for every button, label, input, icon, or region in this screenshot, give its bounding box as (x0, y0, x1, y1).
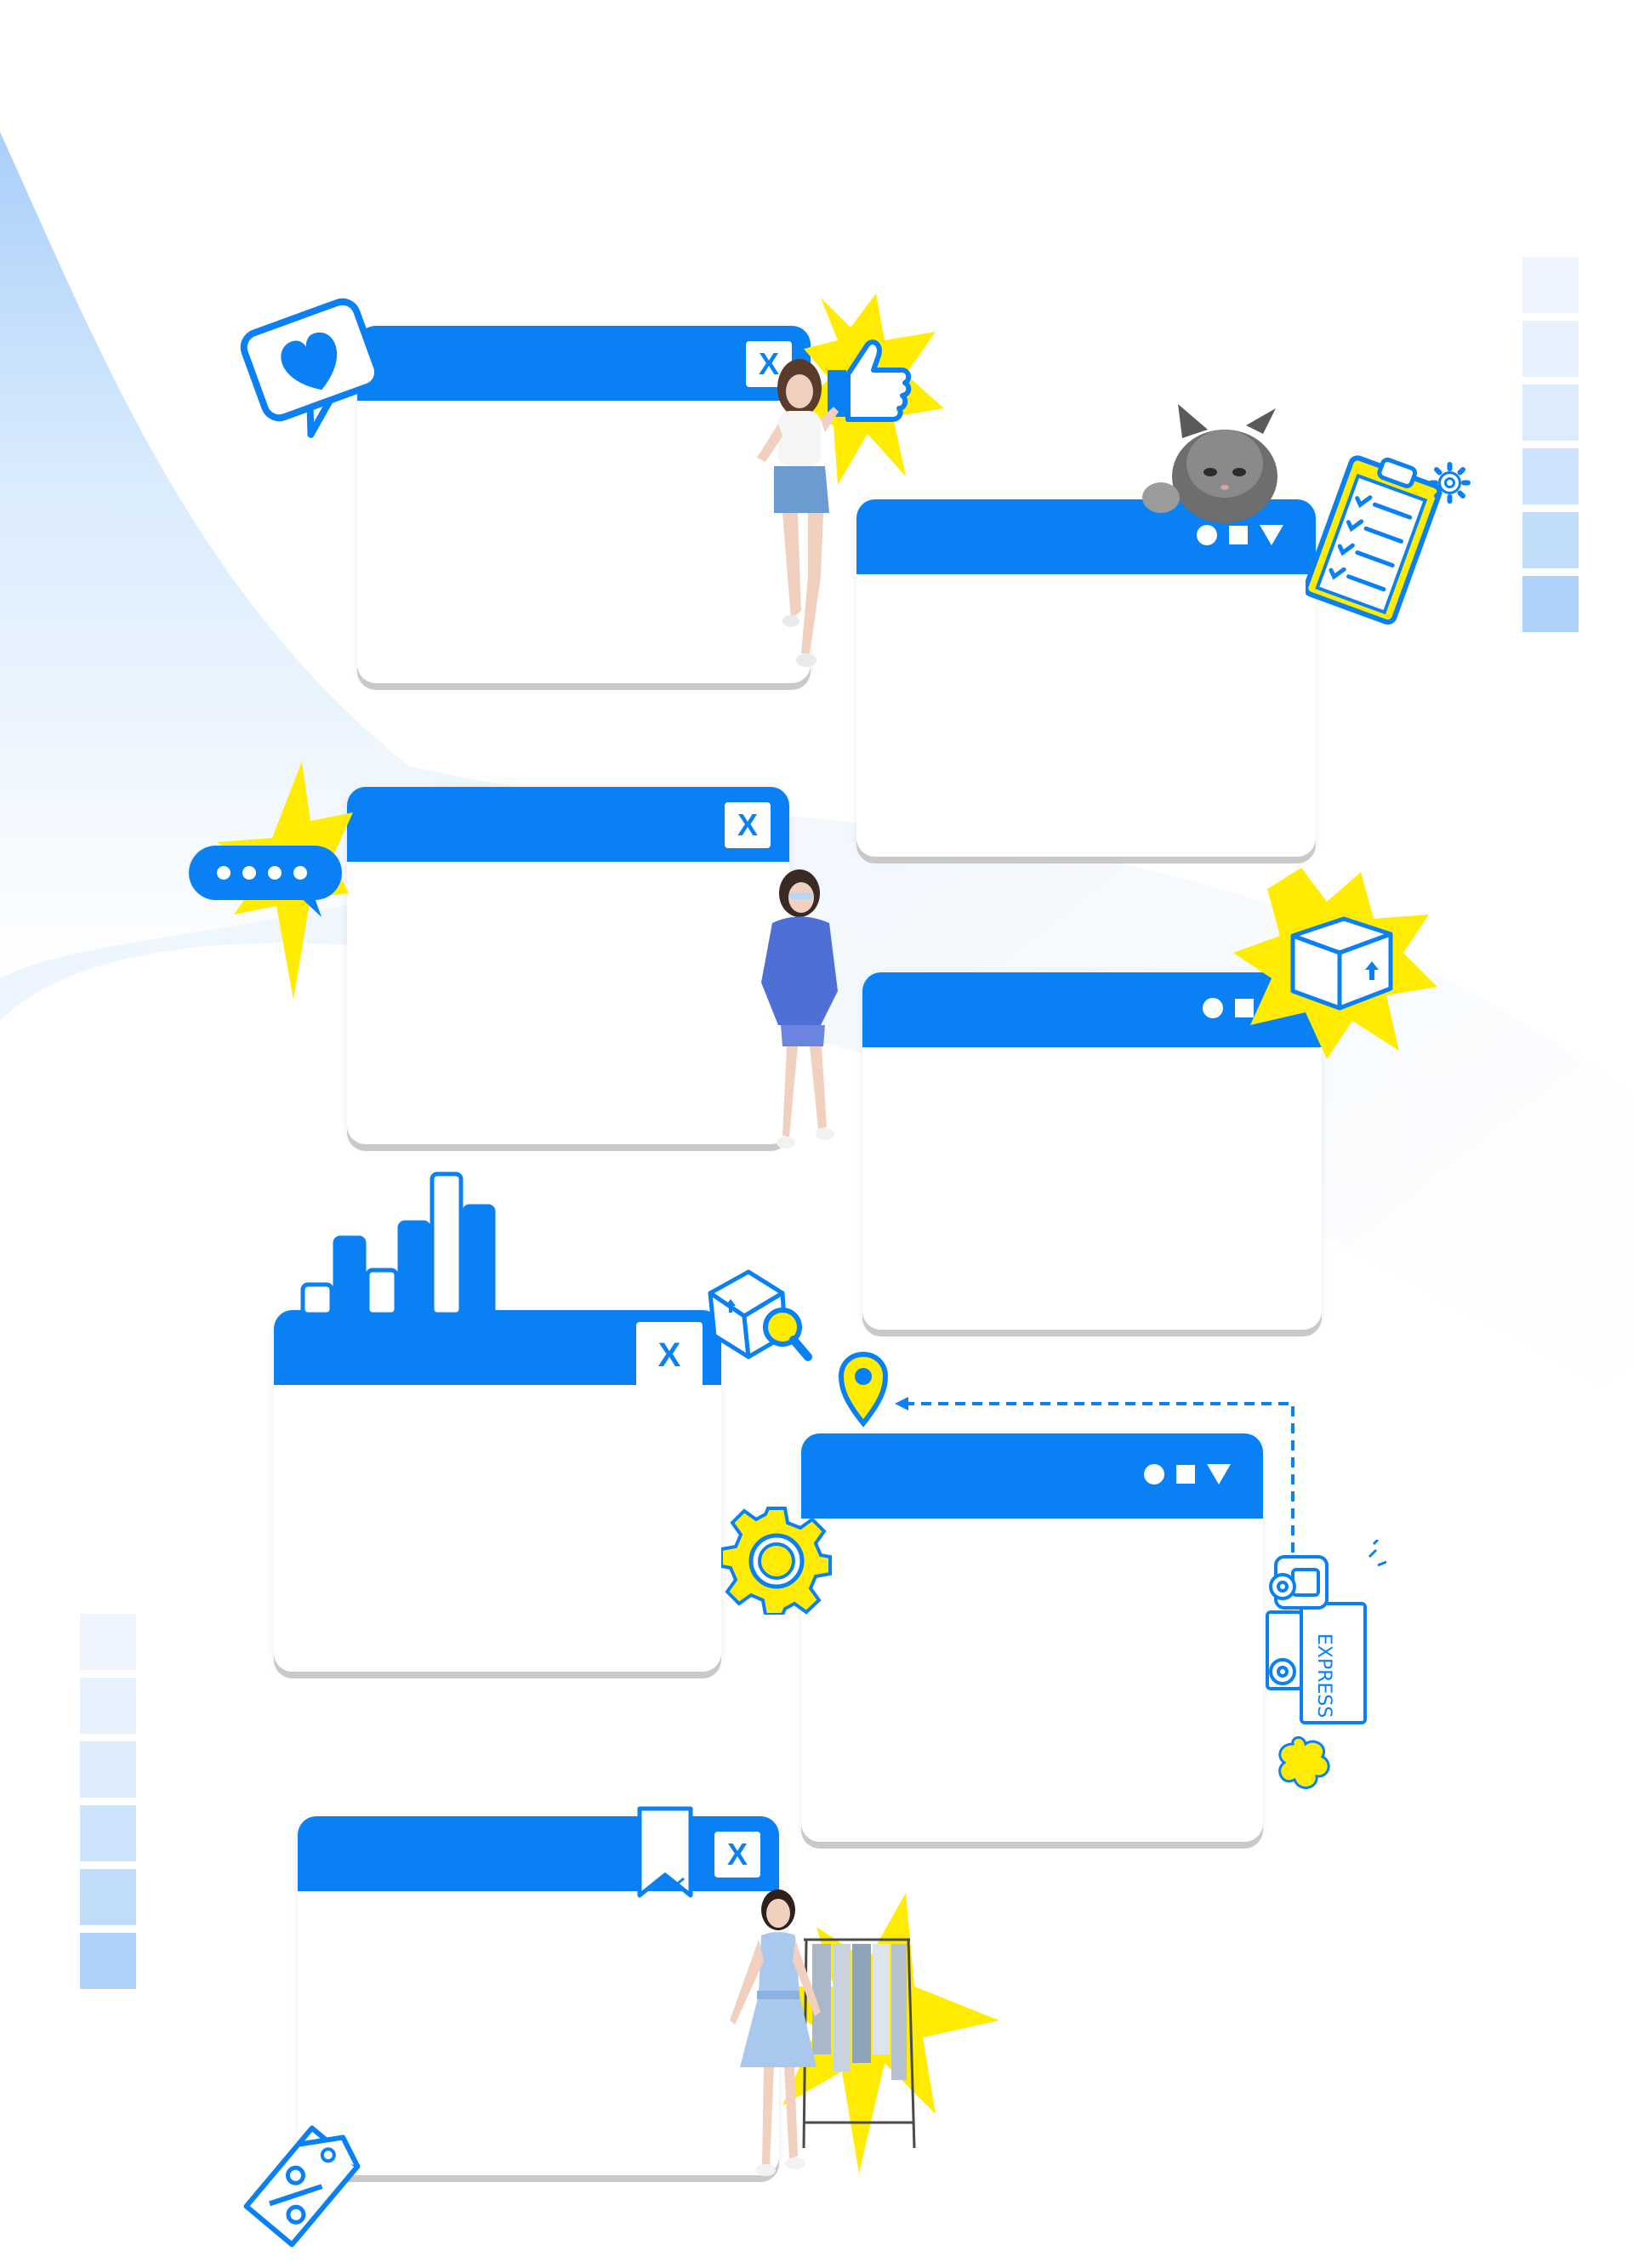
window-7: X (298, 1816, 779, 2175)
window-6-body (801, 1519, 1263, 1842)
window-3-body (347, 862, 789, 1144)
price-tag-icon (243, 2125, 361, 2248)
gear-icon (721, 1507, 832, 1615)
window-2-maximize-button[interactable] (1229, 526, 1248, 544)
color-swatch (80, 1741, 136, 1798)
window-5-body (274, 1385, 721, 1672)
window-6-dropdown-button[interactable] (1207, 1464, 1231, 1484)
truck-label: EXPRESS (1313, 1633, 1334, 1718)
color-swatch (1522, 321, 1579, 377)
window-2-body (856, 574, 1316, 857)
window-3-close-button[interactable]: X (725, 802, 771, 848)
color-swatch (80, 1678, 136, 1734)
color-swatch (80, 1614, 136, 1670)
gear-icon (1429, 462, 1471, 504)
bar-chart-icon (300, 1171, 496, 1314)
clipboard-checklist-icon (1306, 455, 1442, 625)
chat-bubble-icon (189, 846, 342, 917)
package-box-icon (1290, 916, 1393, 1011)
color-swatches-left (80, 1614, 136, 1989)
window-7-body (298, 1891, 779, 2175)
window-1: X (357, 326, 811, 683)
express-truck-icon: EXPRESS (1266, 1540, 1387, 1789)
color-swatch (80, 1805, 136, 1861)
color-swatch (80, 1933, 136, 1989)
window-5: X (274, 1310, 721, 1672)
window-1-titlebar (357, 326, 811, 401)
window-5-close-button[interactable]: X (636, 1322, 703, 1388)
woman-dress-rack-photo (730, 1889, 916, 2176)
window-7-titlebar (298, 1816, 779, 1891)
color-swatch (80, 1869, 136, 1925)
woman-photo (757, 359, 839, 667)
window-3: X (347, 787, 789, 1144)
window-7-close-button[interactable]: X (714, 1832, 760, 1878)
window-2-dropdown-button[interactable] (1260, 525, 1283, 545)
location-pin-icon (838, 1351, 889, 1427)
thumbs-up-icon (828, 339, 912, 422)
window-1-body (357, 401, 811, 683)
window-4-minimize-button[interactable] (1203, 998, 1223, 1018)
color-swatch (1522, 385, 1579, 441)
woman-blue-photo (761, 869, 838, 1148)
window-6-maximize-button[interactable] (1176, 1465, 1195, 1484)
window-6-controls (1144, 1464, 1231, 1484)
color-swatch (1522, 512, 1579, 568)
window-6-minimize-button[interactable] (1144, 1464, 1164, 1484)
color-swatch (1522, 257, 1579, 313)
window-4 (862, 972, 1322, 1330)
window-3-titlebar (347, 787, 789, 862)
box-search-icon (708, 1269, 812, 1361)
window-4-maximize-button[interactable] (1235, 999, 1254, 1017)
window-2 (856, 499, 1316, 857)
window-2-controls (1197, 525, 1283, 545)
heart-speech-bubble-icon (240, 298, 382, 438)
color-swatch (1522, 576, 1579, 632)
delivery-route-path (895, 1397, 1294, 1553)
bookmark-icon (637, 1806, 693, 1898)
color-swatches-right (1522, 257, 1579, 632)
color-swatch (1522, 448, 1579, 504)
window-4-body (862, 1047, 1322, 1330)
window-2-minimize-button[interactable] (1197, 525, 1217, 545)
cat-photo (1142, 404, 1277, 523)
window-6 (801, 1433, 1263, 1842)
